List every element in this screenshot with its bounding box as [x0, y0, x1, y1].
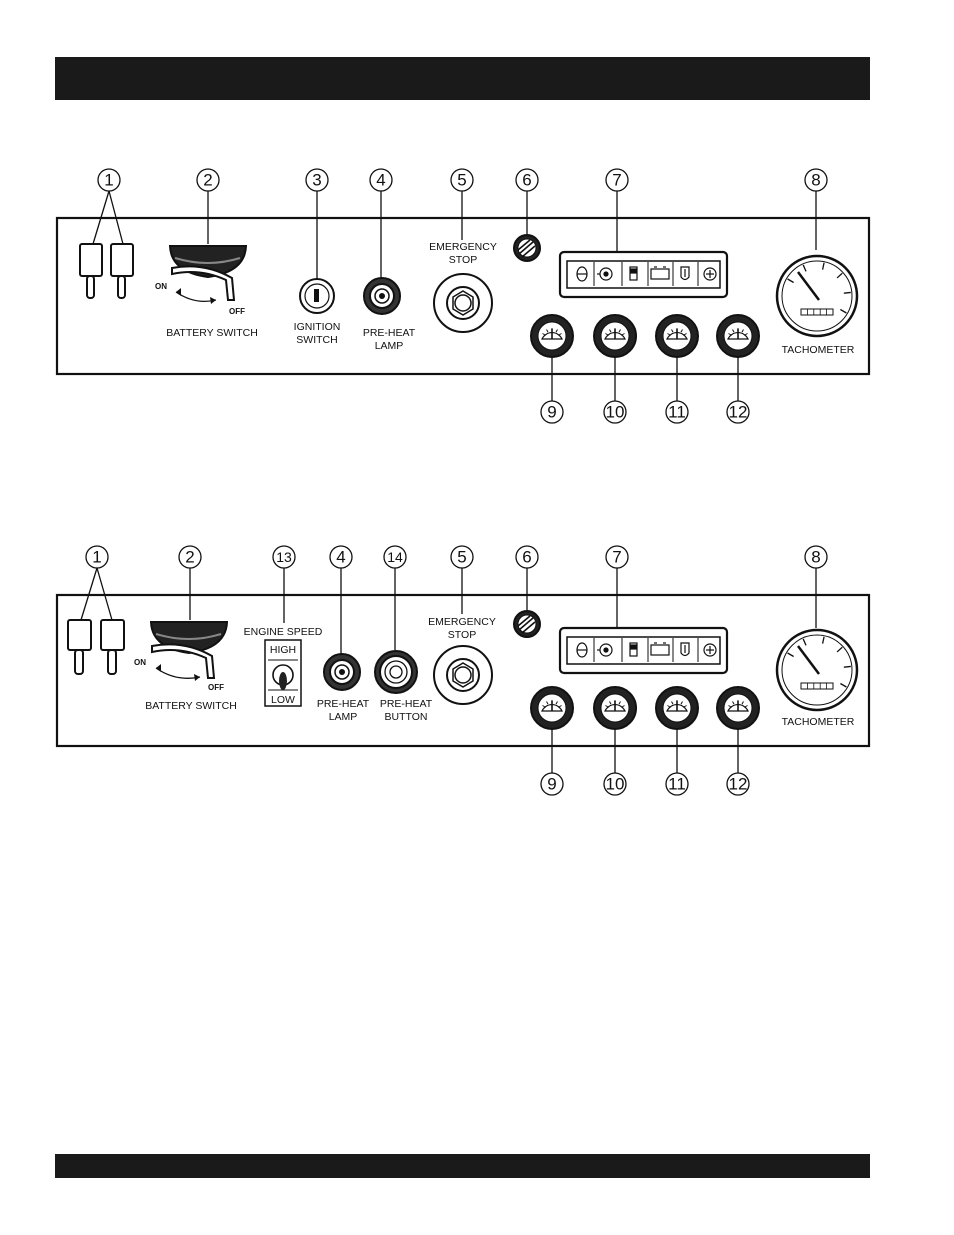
callout-13-number: 13 — [276, 549, 292, 565]
callout-6-number: 6 — [522, 548, 531, 567]
callout-2-number: 2 — [185, 548, 194, 567]
engine-speed-label: ENGINE SPEED — [244, 626, 323, 638]
estop-label-1: EMERGENCY — [428, 616, 496, 628]
battery-switch-label: BATTERY SWITCH — [145, 700, 237, 712]
speed-high-label: HIGH — [270, 644, 296, 656]
preheat-lamp — [324, 654, 360, 690]
callout-11-number: 11 — [668, 775, 686, 794]
callout-10-number: 10 — [606, 775, 625, 794]
callout-12-number: 12 — [729, 775, 748, 794]
callout-7-number: 7 — [612, 548, 621, 567]
fuse-holders — [68, 620, 124, 674]
preheat-button — [375, 651, 417, 693]
hour-meter-icon — [514, 611, 540, 637]
tachometer-label: TACHOMETER — [782, 716, 855, 728]
speed-low-label: LOW — [271, 694, 295, 706]
callout-14-number: 14 — [387, 549, 403, 565]
callout-1-number: 1 — [92, 548, 101, 567]
battery-switch — [151, 622, 227, 681]
preheat-lamp-label-1: PRE-HEAT — [317, 698, 370, 710]
control-panel-diagram-b: 1 2 ON OFF BATTERY SWITCH 13 ENGINE SPEE… — [0, 0, 954, 820]
gauge-row-b — [531, 687, 759, 795]
callout-4-number: 4 — [336, 548, 345, 567]
preheat-lamp-label-2: LAMP — [329, 711, 358, 723]
preheat-button-label-1: PRE-HEAT — [380, 698, 433, 710]
preheat-button-label-2: BUTTON — [385, 711, 428, 723]
tachometer — [777, 630, 857, 710]
callout-8-number: 8 — [811, 548, 820, 567]
callout-9-number: 9 — [547, 775, 556, 794]
battery-off-label: OFF — [208, 683, 224, 692]
emergency-stop-button — [434, 646, 492, 704]
callout-5-number: 5 — [457, 548, 466, 567]
tachometer-dial — [777, 630, 857, 710]
battery-on-label: ON — [134, 658, 146, 667]
footer-band — [55, 1154, 870, 1178]
estop-label-2: STOP — [448, 629, 476, 641]
